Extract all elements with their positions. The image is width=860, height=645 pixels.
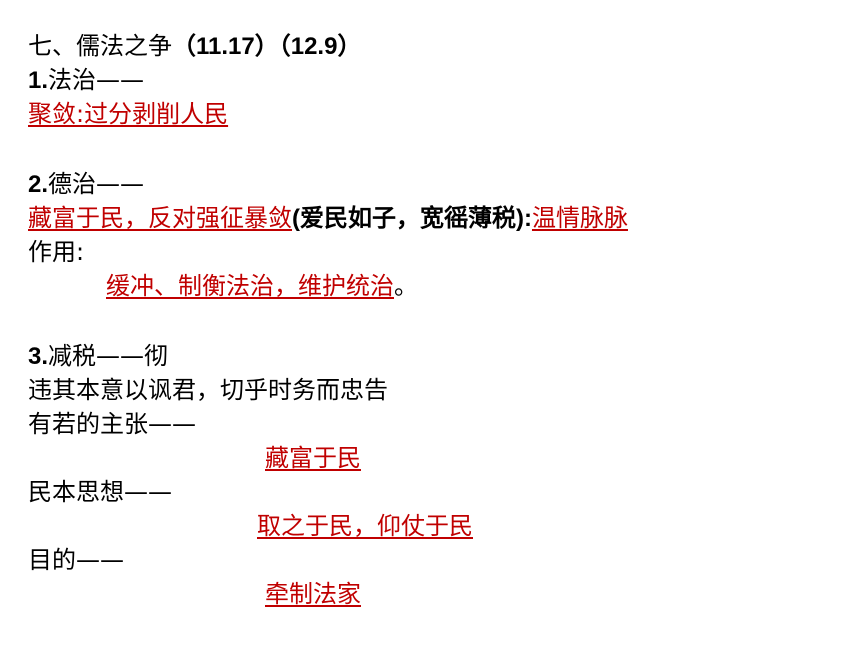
section-3-label: 减税——彻 — [48, 342, 169, 370]
title-text: 七、儒法之争 — [28, 32, 172, 60]
section-3-heading: 3.减税——彻 — [28, 340, 168, 373]
section-2-number: 2. — [28, 171, 49, 198]
section-3-answer-1: 藏富于民 — [265, 442, 361, 474]
effect-text: 缓冲、制衡法治，维护统治 — [106, 272, 394, 300]
section-3-answer-2: 取之于民，仰仗于民 — [257, 510, 473, 542]
effect-end: 。 — [394, 272, 418, 300]
fazhi-definition: 聚敛:过分剥削人民 — [28, 100, 229, 128]
section-1-number: 1. — [28, 67, 49, 94]
section-3-line-4: 目的—— — [28, 544, 124, 576]
section-2-heading: 2.德治—— — [28, 168, 144, 201]
section-3-number: 3. — [28, 343, 49, 370]
minben-label: 民本思想—— — [28, 478, 172, 506]
dezhi-summary: 温情脉脉 — [531, 204, 628, 232]
section-3-line-3: 民本思想—— — [28, 476, 172, 508]
section-1-label: 法治—— — [48, 66, 145, 94]
quote-line: 违其本意以讽君，切乎时务而忠告 — [28, 376, 388, 404]
section-2-point: 藏富于民，反对强征暴敛(爱民如子，宽徭薄税):温情脉脉 — [28, 202, 628, 235]
minben-answer: 取之于民，仰仗于民 — [257, 512, 473, 540]
effect-label: 作用: — [28, 238, 85, 266]
purpose-label: 目的—— — [28, 546, 124, 574]
section-3-answer-3: 牵制法家 — [265, 578, 361, 610]
section-3-line-2: 有若的主张—— — [28, 408, 196, 440]
section-1-point: 聚敛:过分剥削人民 — [28, 98, 228, 130]
dezhi-explanation: (爱民如子，宽徭薄税): — [292, 205, 532, 232]
section-2-label: 德治—— — [48, 170, 145, 198]
youruo-proposal-label: 有若的主张—— — [28, 410, 196, 438]
slide-title: 七、儒法之争（11.17）（12.9） — [28, 30, 361, 63]
youruo-proposal-answer: 藏富于民 — [265, 444, 361, 472]
title-ref-2: （12.9） — [278, 33, 362, 60]
section-2-effect-label: 作用: — [28, 236, 84, 268]
title-ref-1: （11.17） — [172, 33, 279, 60]
purpose-answer: 牵制法家 — [265, 580, 361, 608]
section-1-heading: 1.法治—— — [28, 64, 144, 97]
section-3-line-1: 违其本意以讽君，切乎时务而忠告 — [28, 374, 388, 406]
section-2-effect: 缓冲、制衡法治，维护统治。 — [106, 270, 418, 302]
dezhi-definition: 藏富于民，反对强征暴敛 — [28, 204, 292, 232]
